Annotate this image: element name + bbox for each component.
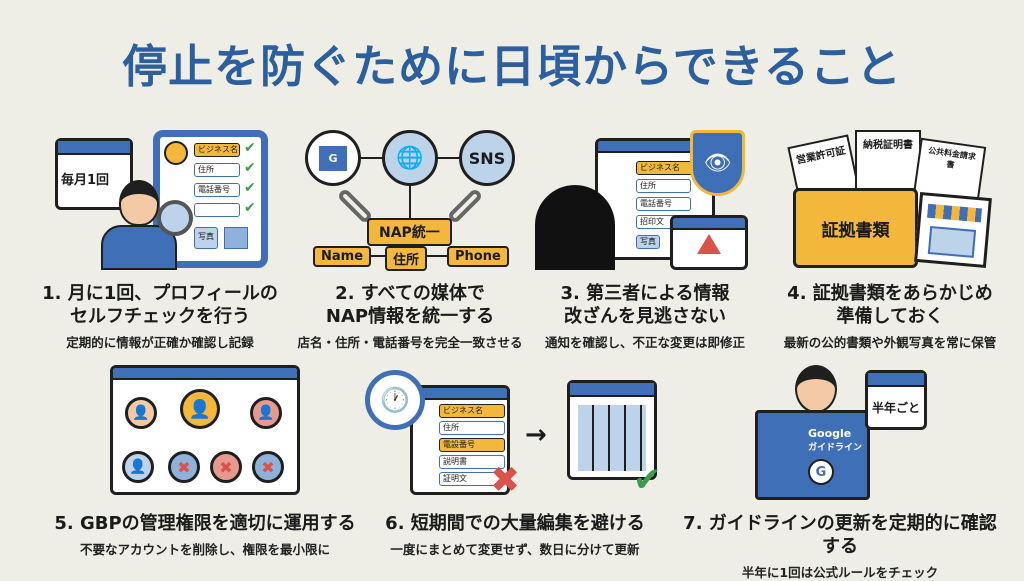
edit-window: ビジネス名 住所 電設番号 説明書 証明文	[410, 385, 510, 495]
permissions-illustration: 👤 👤 👤 👤 ✖ ✖ ✖	[110, 365, 300, 500]
calendar-grid-icon	[567, 380, 657, 480]
field-business-name: ビジネス名	[636, 161, 706, 175]
tip-description: 最新の公的書類や外観写真を常に保管	[783, 335, 997, 350]
website-globe-icon: 🌐	[382, 130, 438, 186]
calendar-icon: 毎月1回	[55, 138, 133, 210]
calendar-label: 半年ごと	[871, 401, 920, 415]
tip-card-3: ビジネス名 住所 電話番号 招印文 写真 👁 ! 3. 第三者による情報改ざんを…	[530, 130, 760, 351]
tip-description: 不要なアカウントを削除し、権限を最小限に	[79, 542, 330, 557]
tip-heading: 1. 月に1回、プロフィールのセルフチェックを行う	[42, 283, 278, 327]
photo-label: 写真	[636, 235, 660, 249]
red-x-icon: ✖	[490, 460, 521, 501]
nap-illustration: G 🌐 SNS NAP統一 Name 住所 Phone	[305, 130, 515, 271]
nap-unified-label: NAP統一	[367, 218, 452, 246]
check-icon: ✔	[244, 180, 256, 196]
google-logo: G	[808, 459, 834, 485]
tag-name: Name	[313, 246, 372, 267]
tip-description: 店名・住所・電話番号を完全一致させる	[297, 335, 523, 350]
check-icon: ✔	[244, 200, 256, 216]
shield-eye-icon: 👁	[690, 130, 745, 196]
tip-card-7: Google ガイドライン G 半年ごと 7. ガイドラインの更新を定期的に確認…	[680, 365, 1000, 581]
tip-description: 半年に1回は公式ルールをチェック	[741, 565, 939, 580]
tamper-illustration: ビジネス名 住所 電話番号 招印文 写真 👁 !	[535, 130, 755, 270]
avatar-icon	[164, 141, 188, 165]
warning-icon: !	[697, 234, 721, 254]
tag-phone: Phone	[447, 246, 509, 267]
magnifier-icon	[157, 200, 193, 236]
removed-user-avatar: ✖	[210, 451, 242, 483]
tip-heading: 7. ガイドラインの更新を定期的に確認する	[683, 513, 997, 557]
tip-card-5: 👤 👤 👤 👤 ✖ ✖ ✖ 5. GBPの管理権限を適切に運用する 不要なアカウ…	[50, 365, 360, 558]
sns-circle: SNS	[459, 130, 515, 186]
page-title: 停止を防ぐために日頃からできること	[122, 40, 902, 93]
tip-heading: 4. 証拠書類をあらかじめ準備しておく	[787, 283, 993, 327]
stopwatch-icon: 🕐	[365, 370, 425, 430]
field-address: 住所	[439, 421, 505, 435]
photo-label: 写真	[194, 227, 218, 249]
documents-illustration: 営業許可証 納税証明書 公共料金請求書 証拠書類	[785, 130, 995, 270]
folder-icon: 証拠書類	[793, 188, 918, 268]
calendar-icon: 半年ごと	[865, 370, 927, 430]
field-address: 住所	[194, 163, 240, 177]
tip-description: 通知を確認し、不正な変更は即修正	[544, 335, 745, 350]
person-icon	[119, 180, 159, 226]
hacker-silhouette	[535, 185, 615, 270]
tip-heading: 5. GBPの管理権限を適切に運用する	[54, 513, 356, 534]
storefront-photo	[914, 191, 992, 269]
field-phone: 電設番号	[439, 438, 505, 452]
tip-description: 定期的に情報が正確か確認し記録	[66, 335, 254, 350]
field-address: 住所	[636, 179, 691, 193]
self-check-illustration: 毎月1回 ビジネス名 住所 電話番号 ✔ ✔ ✔ ✔ 写真	[45, 130, 275, 270]
gradual-edit-illustration: ビジネス名 住所 電設番号 説明書 証明文 🕐 ✖ → ✔	[365, 365, 665, 501]
person-head	[795, 365, 837, 413]
check-icon: ✔	[244, 140, 256, 156]
alert-window: !	[670, 215, 748, 270]
field-business-name: ビジネス名	[194, 143, 240, 157]
arrow-right-icon: →	[525, 420, 547, 450]
field-business-name: ビジネス名	[439, 404, 505, 418]
tip-heading: 3. 第三者による情報改ざんを見逃さない	[560, 283, 730, 327]
check-icon: ✔	[244, 160, 256, 176]
field-certificate: 証明文	[439, 472, 505, 486]
tip-description: 一度にまとめて変更せず、数日に分けて更新	[390, 542, 640, 557]
field-phone: 電話番号	[194, 183, 240, 197]
user-avatar: 👤	[250, 397, 282, 429]
guideline-illustration: Google ガイドライン G 半年ごと	[755, 365, 927, 500]
book-subtitle: ガイドライン	[808, 443, 863, 453]
guideline-book-icon: Google ガイドライン G	[755, 410, 870, 500]
field-phone: 電話番号	[636, 197, 691, 211]
removed-user-avatar: ✖	[168, 451, 200, 483]
calendar-label: 毎月1回	[61, 173, 110, 188]
tip-card-1: 毎月1回 ビジネス名 住所 電話番号 ✔ ✔ ✔ ✔ 写真 1. 月に1回、プロ…	[40, 130, 280, 351]
field-empty	[194, 203, 240, 217]
book-title: Google	[808, 427, 852, 440]
chain-icon	[446, 187, 484, 225]
owner-avatar: 👤	[180, 389, 220, 429]
user-avatar: 👤	[125, 397, 157, 429]
removed-user-avatar: ✖	[252, 451, 284, 483]
tip-card-4: 営業許可証 納税証明書 公共料金請求書 証拠書類 4. 証拠書類をあらかじめ準備…	[770, 130, 1010, 351]
field-description: 説明書	[439, 455, 505, 469]
gbp-store-icon: G	[305, 130, 361, 186]
user-avatar: 👤	[122, 451, 154, 483]
green-check-icon: ✔	[633, 460, 662, 500]
tag-address: 住所	[385, 246, 428, 271]
tip-heading: 6. 短期間での大量編集を避ける	[385, 513, 645, 534]
tip-card-6: ビジネス名 住所 電設番号 説明書 証明文 🕐 ✖ → ✔ 6. 短期間での大量…	[365, 365, 665, 558]
image-icon	[224, 227, 248, 249]
